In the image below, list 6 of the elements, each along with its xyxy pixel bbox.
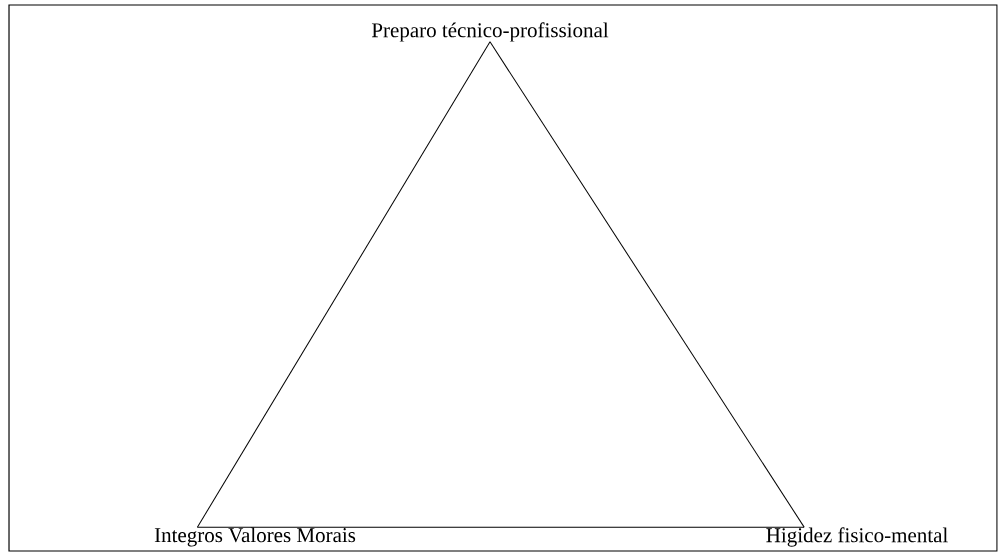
triangle-side (489, 41, 805, 528)
vertex-label: Integros Valores Morais (154, 527, 356, 547)
vertex-label: Higidez fisico-mental (766, 527, 948, 547)
vertex-label: Preparo técnico-profissional (371, 22, 609, 42)
triangle-side (196, 526, 805, 528)
triangle-side (196, 41, 491, 528)
